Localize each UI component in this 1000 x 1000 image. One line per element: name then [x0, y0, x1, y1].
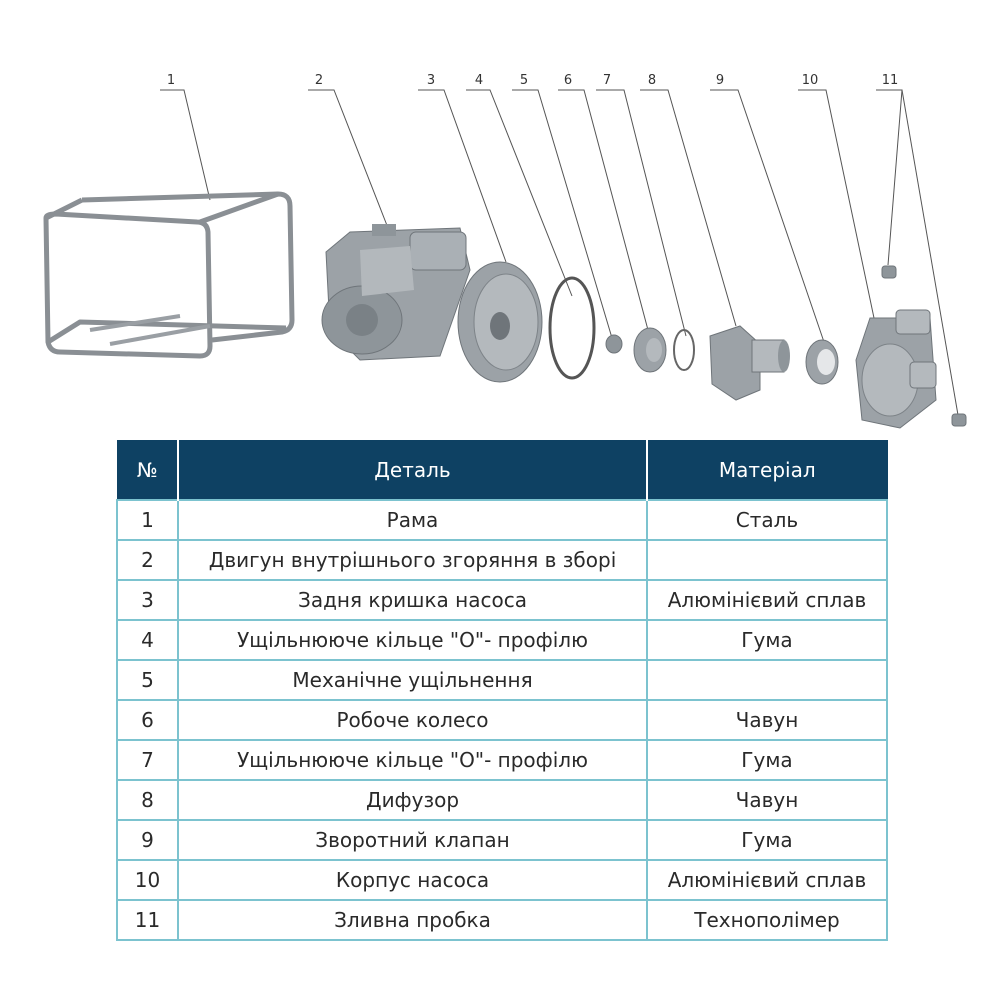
cell-part: Двигун внутрішнього згоряння в зборі	[177, 539, 648, 581]
callout-number: 11	[882, 73, 899, 88]
cell-material: Чавун	[646, 779, 888, 821]
mechanical-seal-part-5	[605, 334, 623, 354]
impeller-part-6	[633, 327, 667, 373]
table-header-row: № Деталь Матеріал	[116, 440, 888, 501]
callout-number: 8	[648, 73, 656, 88]
cell-num: 10	[116, 859, 179, 901]
cell-part: Ущільнююче кільце "О"- профілю	[177, 739, 648, 781]
callout-number: 6	[564, 73, 572, 88]
leader-line-1	[160, 89, 211, 201]
cell-part: Корпус насоса	[177, 859, 648, 901]
cell-num: 9	[116, 819, 179, 861]
cell-part: Рама	[177, 499, 648, 541]
cell-material	[646, 539, 888, 581]
leader-line-3	[418, 89, 507, 263]
callout-number: 1	[167, 73, 175, 88]
callout-number: 5	[520, 73, 528, 88]
leader-line-5	[512, 89, 613, 339]
leader-line-8	[640, 89, 737, 327]
cell-material: Гума	[646, 819, 888, 861]
cell-part: Робоче колесо	[177, 699, 648, 741]
cell-part: Дифузор	[177, 779, 648, 821]
drain-plug-part-11-bottom	[951, 413, 967, 427]
cell-num: 7	[116, 739, 179, 781]
callout-number: 4	[475, 73, 483, 88]
header-part: Деталь	[177, 440, 648, 501]
leader-line-6	[558, 89, 649, 331]
back-cover-part-3	[457, 261, 543, 383]
diffuser-part-8	[709, 325, 790, 401]
frame-part-1	[43, 191, 295, 359]
cell-material: Гума	[646, 619, 888, 661]
callout-number: 10	[802, 73, 819, 88]
cell-material	[646, 659, 888, 701]
callout-number: 9	[716, 73, 724, 88]
exploded-pump-diagram: 1 2 3 4 5 6 7 8 9 10 11	[43, 73, 967, 429]
cell-material: Сталь	[646, 499, 888, 541]
o-ring-part-7	[673, 329, 695, 371]
cell-num: 4	[116, 619, 179, 661]
leader-line-11a	[876, 89, 903, 266]
header-num: №	[116, 440, 179, 501]
leader-line-10	[798, 89, 875, 319]
cell-material: Гума	[646, 739, 888, 781]
cell-part: Зворотний клапан	[177, 819, 648, 861]
cell-num: 11	[116, 899, 179, 941]
cell-num: 6	[116, 699, 179, 741]
cell-part: Задня кришка насоса	[177, 579, 648, 621]
o-ring-part-4	[548, 276, 596, 380]
cell-material: Чавун	[646, 699, 888, 741]
cell-num: 1	[116, 499, 179, 541]
drain-plug-part-11-top	[881, 265, 897, 279]
engine-part-2	[321, 224, 471, 361]
cell-num: 2	[116, 539, 179, 581]
cell-material: Алюмінієвий сплав	[646, 579, 888, 621]
cell-num: 5	[116, 659, 179, 701]
cell-material: Технополімер	[646, 899, 888, 941]
cell-part: Зливна пробка	[177, 899, 648, 941]
cell-num: 3	[116, 579, 179, 621]
header-material: Матеріал	[646, 440, 888, 501]
leader-line-2	[308, 89, 389, 229]
leader-line-7	[596, 89, 687, 337]
callout-number: 3	[427, 73, 435, 88]
leader-line-4	[466, 89, 573, 297]
cell-part: Ущільнююче кільце "О"- профілю	[177, 619, 648, 661]
cell-num: 8	[116, 779, 179, 821]
check-valve-part-9	[805, 339, 839, 385]
cell-part: Механічне ущільнення	[177, 659, 648, 701]
callout-number: 2	[315, 73, 323, 88]
pump-body-part-10	[855, 309, 937, 429]
leader-line-9	[710, 89, 825, 343]
cell-material: Алюмінієвий сплав	[646, 859, 888, 901]
leader-line-11b	[901, 89, 959, 416]
callout-number: 7	[603, 73, 611, 88]
